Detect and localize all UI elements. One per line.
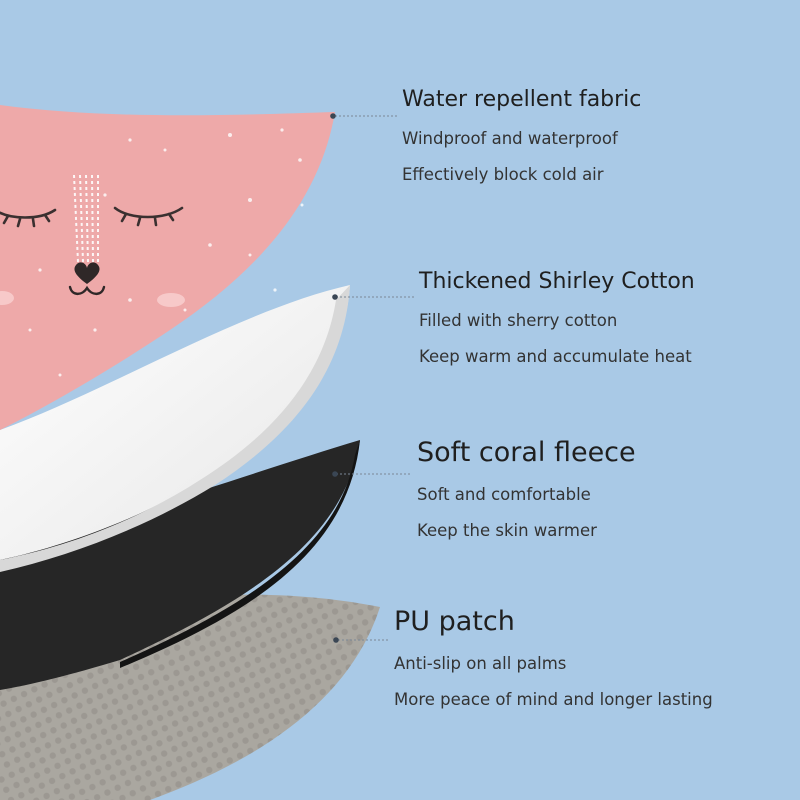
layer-detail: Filled with sherry cotton bbox=[419, 311, 618, 330]
layer-title: PU patch bbox=[394, 606, 515, 637]
cheek-blush-icon bbox=[157, 293, 185, 307]
layer-title: Soft coral fleece bbox=[417, 437, 636, 468]
coral-fleece-layer bbox=[0, 440, 360, 690]
water-repellent-layer bbox=[0, 105, 335, 430]
pink-speckles bbox=[28, 128, 304, 377]
layer-detail: Windproof and waterproof bbox=[402, 129, 618, 148]
layer-title: Water repellent fabric bbox=[402, 87, 642, 112]
layer-description-water-repellent: Water repellent fabric Windproof and wat… bbox=[402, 87, 641, 185]
shirley-cotton-edge bbox=[0, 285, 350, 572]
layer-description-pu-patch: PU patch Anti-slip on all palms More pea… bbox=[394, 606, 713, 710]
layer-detail: Keep warm and accumulate heat bbox=[419, 347, 692, 366]
layer-detail: Effectively block cold air bbox=[402, 165, 604, 184]
layer-detail: Keep the skin warmer bbox=[417, 521, 597, 540]
closed-eye-left-icon bbox=[0, 208, 57, 228]
closed-eye-right-icon bbox=[113, 206, 184, 227]
nose-stitch-lines bbox=[73, 174, 99, 263]
layer-description-shirley-cotton: Thickened Shirley Cotton Filled with she… bbox=[419, 269, 695, 367]
leader-lines bbox=[335, 115, 414, 641]
leader-dots bbox=[330, 113, 339, 643]
shirley-cotton-layer bbox=[0, 285, 350, 560]
layer-detail: Soft and comfortable bbox=[417, 485, 591, 504]
layer-detail: Anti-slip on all palms bbox=[394, 654, 567, 673]
mouth-icon bbox=[68, 285, 106, 296]
cheek-blush-icon-left bbox=[0, 291, 14, 305]
layer-title: Thickened Shirley Cotton bbox=[419, 269, 695, 294]
layer-description-coral-fleece: Soft coral fleece Soft and comfortable K… bbox=[417, 437, 636, 541]
layer-detail: More peace of mind and longer lasting bbox=[394, 690, 713, 709]
nose-heart-icon bbox=[74, 262, 100, 284]
